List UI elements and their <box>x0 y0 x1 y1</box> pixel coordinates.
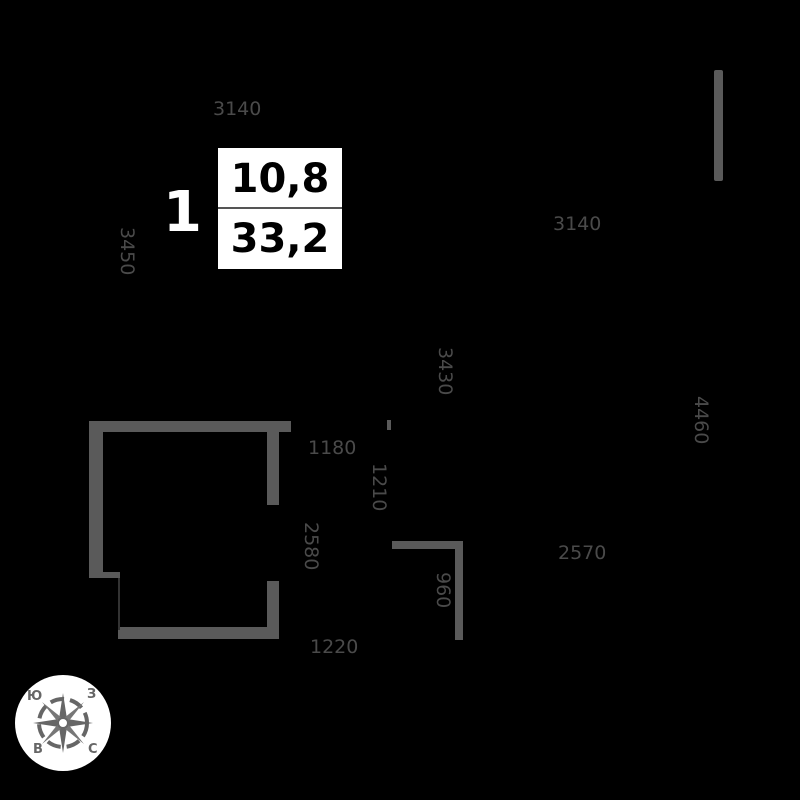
dim-right-lower-width: 2570 <box>558 542 607 564</box>
total-area: 33,2 <box>230 216 330 262</box>
dim-right-height: 4460 <box>690 396 712 445</box>
dim-left-height: 3450 <box>116 227 138 276</box>
dim-top-right-width: 3140 <box>553 213 602 235</box>
compass-label-ne: З <box>87 687 97 702</box>
compass: Ю З В С <box>15 675 111 771</box>
dim-bath-top-width: 1180 <box>308 437 357 459</box>
wall-bath-top <box>89 421 291 432</box>
compass-rose-icon <box>33 693 93 753</box>
dim-corridor-height: 1210 <box>368 463 390 512</box>
dim-top-left-width: 3140 <box>213 98 262 120</box>
area-divider <box>218 207 342 209</box>
wall-bath-right-upper <box>267 421 279 505</box>
wall-bath-left-step <box>89 572 120 578</box>
dim-bath-height: 2580 <box>300 522 322 571</box>
compass-label-br: С <box>88 742 98 757</box>
wall-stub <box>387 420 391 430</box>
living-area: 10,8 <box>230 156 330 202</box>
dim-small-wall-height: 960 <box>432 572 454 609</box>
wall-bath-left <box>89 421 103 578</box>
compass-label-sw: Ю <box>27 689 43 704</box>
wall-corner-vertical <box>455 541 463 640</box>
room-number: 1 <box>163 180 202 245</box>
compass-label-bl: В <box>33 742 43 757</box>
wall-bath-door-edge <box>118 578 120 630</box>
wall-bath-bottom <box>118 627 279 639</box>
wall-right-top <box>714 70 723 181</box>
wall-corner-horizontal <box>392 541 463 549</box>
dim-center-height: 3430 <box>434 347 456 396</box>
area-info-box: 10,8 33,2 <box>218 148 342 269</box>
dim-bath-bottom-width: 1220 <box>310 636 359 658</box>
wall-bath-right-lower <box>267 581 279 639</box>
